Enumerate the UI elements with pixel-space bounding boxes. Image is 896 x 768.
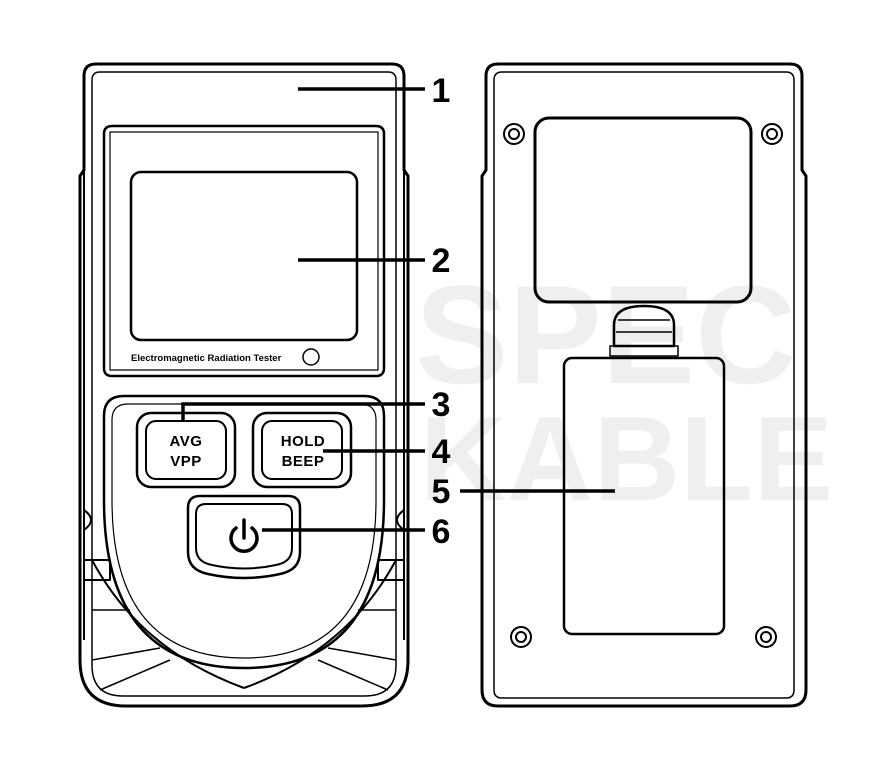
beep-label: BEEP	[282, 453, 325, 470]
screw-icon	[510, 626, 532, 648]
back-window	[533, 116, 753, 304]
front-inner-shell	[91, 71, 397, 697]
screw-icon	[503, 123, 525, 145]
callout-number-2: 2	[432, 242, 451, 280]
callout-number-1: 1	[432, 72, 451, 110]
screw-icon	[755, 626, 777, 648]
watermark-line-2: KABLE	[420, 392, 833, 526]
avg-vpp-button[interactable]	[145, 420, 227, 480]
grip-curve-left	[91, 559, 245, 689]
grip-line-left	[91, 609, 171, 691]
back-inner-shell	[493, 71, 795, 699]
keypad-panel-inner	[111, 403, 377, 659]
hold-label: HOLD	[281, 433, 326, 450]
callout-number-4: 4	[432, 433, 451, 471]
screw-icon	[761, 123, 783, 145]
sensor-indicator-icon	[302, 348, 320, 366]
device-label: Electromagnetic Radiation Tester	[131, 353, 282, 364]
power-icon	[229, 518, 259, 553]
keypad-panel	[102, 394, 386, 670]
callout-lines	[181, 87, 615, 532]
grip-line-right	[317, 609, 397, 691]
power-button-outer	[186, 494, 302, 580]
grip-bump-left	[83, 509, 111, 581]
power-button[interactable]	[195, 503, 293, 570]
callout-number-3: 3	[432, 386, 451, 424]
stand-connector	[612, 304, 676, 348]
lcd-screen	[129, 170, 359, 342]
stand-connector-lines	[609, 319, 679, 357]
watermark: SPEC KABLE	[415, 256, 833, 526]
back-view	[480, 62, 808, 708]
avg-label: AVG	[170, 433, 203, 450]
callout-number-6: 6	[432, 513, 451, 551]
front-outer-shell	[78, 62, 410, 708]
watermark-line-1: SPEC	[415, 256, 796, 413]
callout-line-3	[181, 402, 425, 422]
front-view	[78, 62, 410, 708]
display-bezel-inner	[109, 131, 379, 371]
battery-cover	[562, 356, 726, 636]
avg-vpp-button-outer	[135, 411, 237, 489]
grip-curve-right	[243, 559, 397, 689]
callout-number-5: 5	[432, 473, 451, 511]
back-outer-shell	[480, 62, 808, 708]
display-bezel	[102, 124, 386, 378]
vpp-label: VPP	[170, 453, 202, 470]
